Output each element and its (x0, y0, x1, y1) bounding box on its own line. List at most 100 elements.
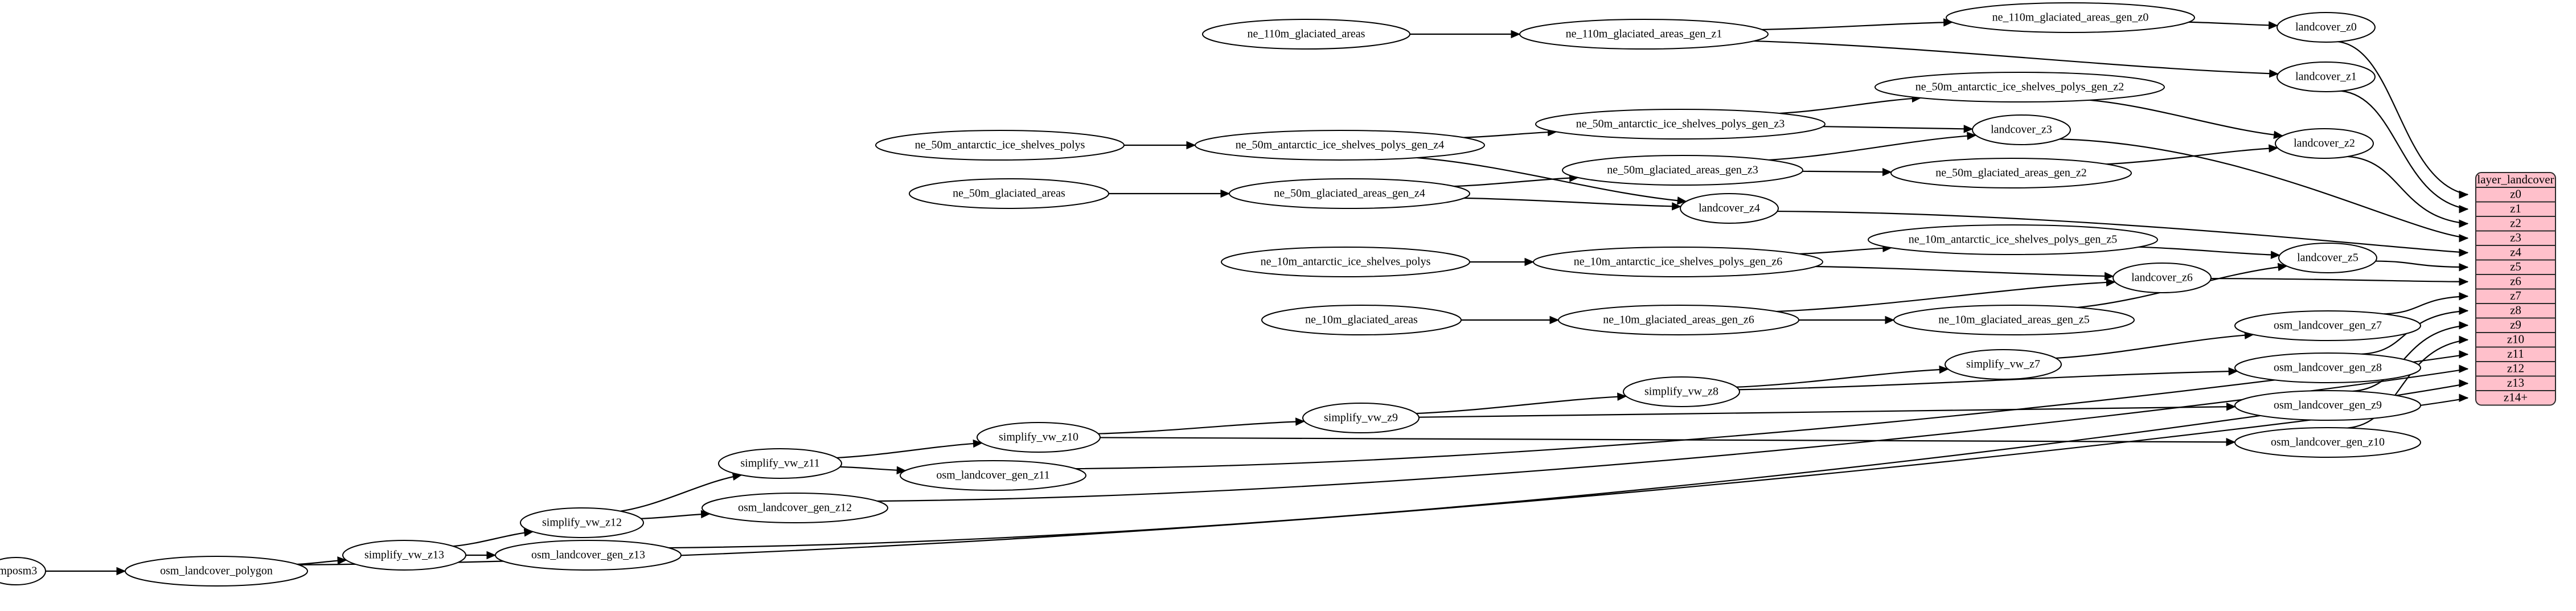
table-row-z7[interactable] (2475, 288, 2556, 304)
node-ellipse-landcover_z1 (2276, 61, 2376, 92)
table-row-z10[interactable] (2475, 332, 2556, 348)
node-ellipse-osm_landcover_gen_z8 (2234, 352, 2421, 383)
graph-edge (1799, 315, 1895, 325)
edge-arrowhead (2459, 204, 2469, 214)
edge-line (453, 531, 534, 547)
node-label-landcover_z1: landcover_z1 (2295, 71, 2357, 83)
node-ellipse-landcover_z0 (2276, 12, 2376, 43)
node-label-ne_50m_antarctic_ice_shelves_polys_gen_z2: ne_50m_antarctic_ice_shelves_polys_gen_z… (1915, 81, 2124, 93)
graph-edge (2210, 277, 2469, 286)
edge-arrowhead (2273, 130, 2283, 140)
graph-node-simplify_vw_z12[interactable]: simplify_vw_z12 (520, 507, 644, 538)
edge-line (1799, 247, 1892, 255)
graph-edge (465, 551, 497, 560)
graph-node-imposm3[interactable]: imposm3 (0, 557, 46, 585)
node-label-osm_landcover_gen_z8: osm_landcover_gen_z8 (2274, 362, 2382, 374)
graph-node-ne_10m_antarctic_ice_shelves_polys_gen_z6[interactable]: ne_10m_antarctic_ice_shelves_polys_gen_z… (1533, 247, 1823, 277)
edge-arrowhead (973, 439, 983, 448)
edge-arrowhead (2459, 277, 2469, 286)
graph-node-osm_landcover_gen_z8[interactable]: osm_landcover_gen_z8 (2234, 352, 2421, 383)
node-ellipse-osm_landcover_gen_z7 (2234, 310, 2421, 341)
node-label-ne_110m_glaciated_areas_gen_z1: ne_110m_glaciated_areas_gen_z1 (1566, 28, 1722, 40)
graph-node-simplify_vw_z7[interactable]: simplify_vw_z7 (1945, 349, 2062, 380)
graph-node-ne_50m_glaciated_areas_gen_z3[interactable]: ne_50m_glaciated_areas_gen_z3 (1562, 155, 1803, 186)
graph-node-osm_landcover_gen_z7[interactable]: osm_landcover_gen_z7 (2234, 310, 2421, 341)
edge-arrowhead (2459, 219, 2469, 228)
graph-node-osm_landcover_gen_z13[interactable]: osm_landcover_gen_z13 (495, 540, 682, 571)
graph-node-simplify_vw_z13[interactable]: simplify_vw_z13 (342, 540, 466, 571)
node-label-osm_landcover_polygon: osm_landcover_polygon (160, 565, 273, 577)
table-row-label-z0: z0 (2510, 187, 2521, 201)
graph-node-landcover_z6[interactable]: landcover_z6 (2113, 263, 2212, 293)
edge-line (2188, 21, 2278, 26)
table-row-z13[interactable] (2475, 375, 2556, 391)
table-row-z14p[interactable] (2475, 390, 2556, 406)
graph-edge (1799, 244, 1893, 255)
graph-node-osm_landcover_gen_z11[interactable]: osm_landcover_gen_z11 (900, 460, 1086, 491)
edge-arrowhead (486, 551, 497, 560)
graph-node-ne_50m_glaciated_areas[interactable]: ne_50m_glaciated_areas (909, 178, 1109, 209)
table-row-z6[interactable] (2475, 274, 2556, 290)
node-ellipse-simplify_vw_z12 (520, 507, 644, 538)
graph-node-landcover_z0[interactable]: landcover_z0 (2276, 12, 2376, 43)
node-label-osm_landcover_gen_z13: osm_landcover_gen_z13 (531, 549, 645, 561)
table-row-z1[interactable] (2475, 201, 2556, 217)
graph-node-ne_50m_glaciated_areas_gen_z4[interactable]: ne_50m_glaciated_areas_gen_z4 (1229, 178, 1470, 209)
graph-node-ne_10m_glaciated_areas_gen_z5[interactable]: ne_10m_glaciated_areas_gen_z5 (1893, 305, 2135, 335)
graph-node-simplify_vw_z9[interactable]: simplify_vw_z9 (1302, 403, 1420, 433)
graph-node-ne_50m_antarctic_ice_shelves_polys_gen_z3[interactable]: ne_50m_antarctic_ice_shelves_polys_gen_z… (1535, 109, 1826, 140)
graph-edge (1417, 157, 1687, 205)
graph-node-ne_110m_glaciated_areas_gen_z0[interactable]: ne_110m_glaciated_areas_gen_z0 (1946, 2, 2195, 33)
graph-node-osm_landcover_gen_z10[interactable]: osm_landcover_gen_z10 (2234, 427, 2421, 458)
graph-node-osm_landcover_polygon[interactable]: osm_landcover_polygon (125, 556, 308, 587)
graph-node-landcover_z4[interactable]: landcover_z4 (1680, 193, 1779, 224)
graph-node-ne_110m_glaciated_areas[interactable]: ne_110m_glaciated_areas (1202, 19, 1410, 50)
node-ellipse-osm_landcover_gen_z10 (2234, 427, 2421, 458)
edge-line (1753, 40, 2278, 75)
edge-arrowhead (2459, 379, 2469, 388)
graph-node-ne_10m_antarctic_ice_shelves_polys[interactable]: ne_10m_antarctic_ice_shelves_polys (1221, 247, 1470, 277)
graph-node-ne_10m_glaciated_areas_gen_z6[interactable]: ne_10m_glaciated_areas_gen_z6 (1558, 305, 1799, 335)
graph-node-ne_50m_antarctic_ice_shelves_polys_gen_z4[interactable]: ne_50m_antarctic_ice_shelves_polys_gen_z… (1195, 130, 1485, 161)
table-row-label-z12: z12 (2507, 362, 2524, 375)
table-row-z3[interactable] (2475, 230, 2556, 246)
edge-line (2056, 334, 2254, 359)
table-row-z5[interactable] (2475, 259, 2556, 275)
graph-edge (1124, 141, 1196, 150)
graph-node-ne_10m_antarctic_ice_shelves_polys_gen_z5[interactable]: ne_10m_antarctic_ice_shelves_polys_gen_z… (1868, 224, 2158, 255)
table-row-z0[interactable] (2475, 187, 2556, 203)
graph-node-landcover_z5[interactable]: landcover_z5 (2278, 243, 2377, 273)
node-label-simplify_vw_z8: simplify_vw_z8 (1644, 386, 1718, 398)
graph-node-landcover_z3[interactable]: landcover_z3 (1972, 114, 2071, 145)
edge-line (620, 474, 742, 512)
table-row-z2[interactable] (2475, 216, 2556, 232)
edge-line (1738, 370, 2238, 391)
graph-node-simplify_vw_z11[interactable]: simplify_vw_z11 (718, 448, 842, 479)
graph-node-osm_landcover_gen_z9[interactable]: osm_landcover_gen_z9 (2234, 390, 2421, 421)
graph-node-osm_landcover_gen_z12[interactable]: osm_landcover_gen_z12 (702, 493, 888, 523)
graph-node-ne_50m_antarctic_ice_shelves_polys[interactable]: ne_50m_antarctic_ice_shelves_polys (875, 130, 1125, 161)
graph-edge (46, 567, 126, 576)
node-ellipse-ne_50m_glaciated_areas_gen_z4 (1229, 178, 1470, 209)
table-row-z4[interactable] (2475, 245, 2556, 261)
table-row-z8[interactable] (2475, 303, 2556, 319)
edge-arrowhead (2459, 321, 2469, 330)
edge-line (1779, 97, 1921, 114)
graph-node-ne_50m_antarctic_ice_shelves_polys_gen_z2[interactable]: ne_50m_antarctic_ice_shelves_polys_gen_z… (1874, 72, 2165, 102)
table-row-z11[interactable] (2475, 346, 2556, 362)
edge-line (1454, 177, 1578, 187)
graph-node-ne_50m_glaciated_areas_gen_z2[interactable]: ne_50m_glaciated_areas_gen_z2 (1890, 158, 2132, 188)
graph-node-simplify_vw_z10[interactable]: simplify_vw_z10 (977, 422, 1101, 453)
node-ellipse-ne_10m_antarctic_ice_shelves_polys_gen_z5 (1868, 224, 2158, 255)
graph-node-ne_10m_glaciated_areas[interactable]: ne_10m_glaciated_areas (1261, 305, 1462, 335)
graph-node-landcover_z1[interactable]: landcover_z1 (2276, 61, 2376, 92)
graph-node-ne_110m_glaciated_areas_gen_z1[interactable]: ne_110m_glaciated_areas_gen_z1 (1519, 19, 1769, 50)
table-row-z12[interactable] (2475, 361, 2556, 377)
graph-edge (2060, 138, 2469, 243)
node-ellipse-ne_110m_glaciated_areas (1202, 19, 1410, 50)
graph-node-simplify_vw_z8[interactable]: simplify_vw_z8 (1623, 376, 1740, 407)
graph-node-landcover_z2[interactable]: landcover_z2 (2275, 128, 2374, 159)
table-header-label: layer_landcover (2477, 173, 2554, 186)
node-ellipse-simplify_vw_z8 (1623, 376, 1740, 407)
